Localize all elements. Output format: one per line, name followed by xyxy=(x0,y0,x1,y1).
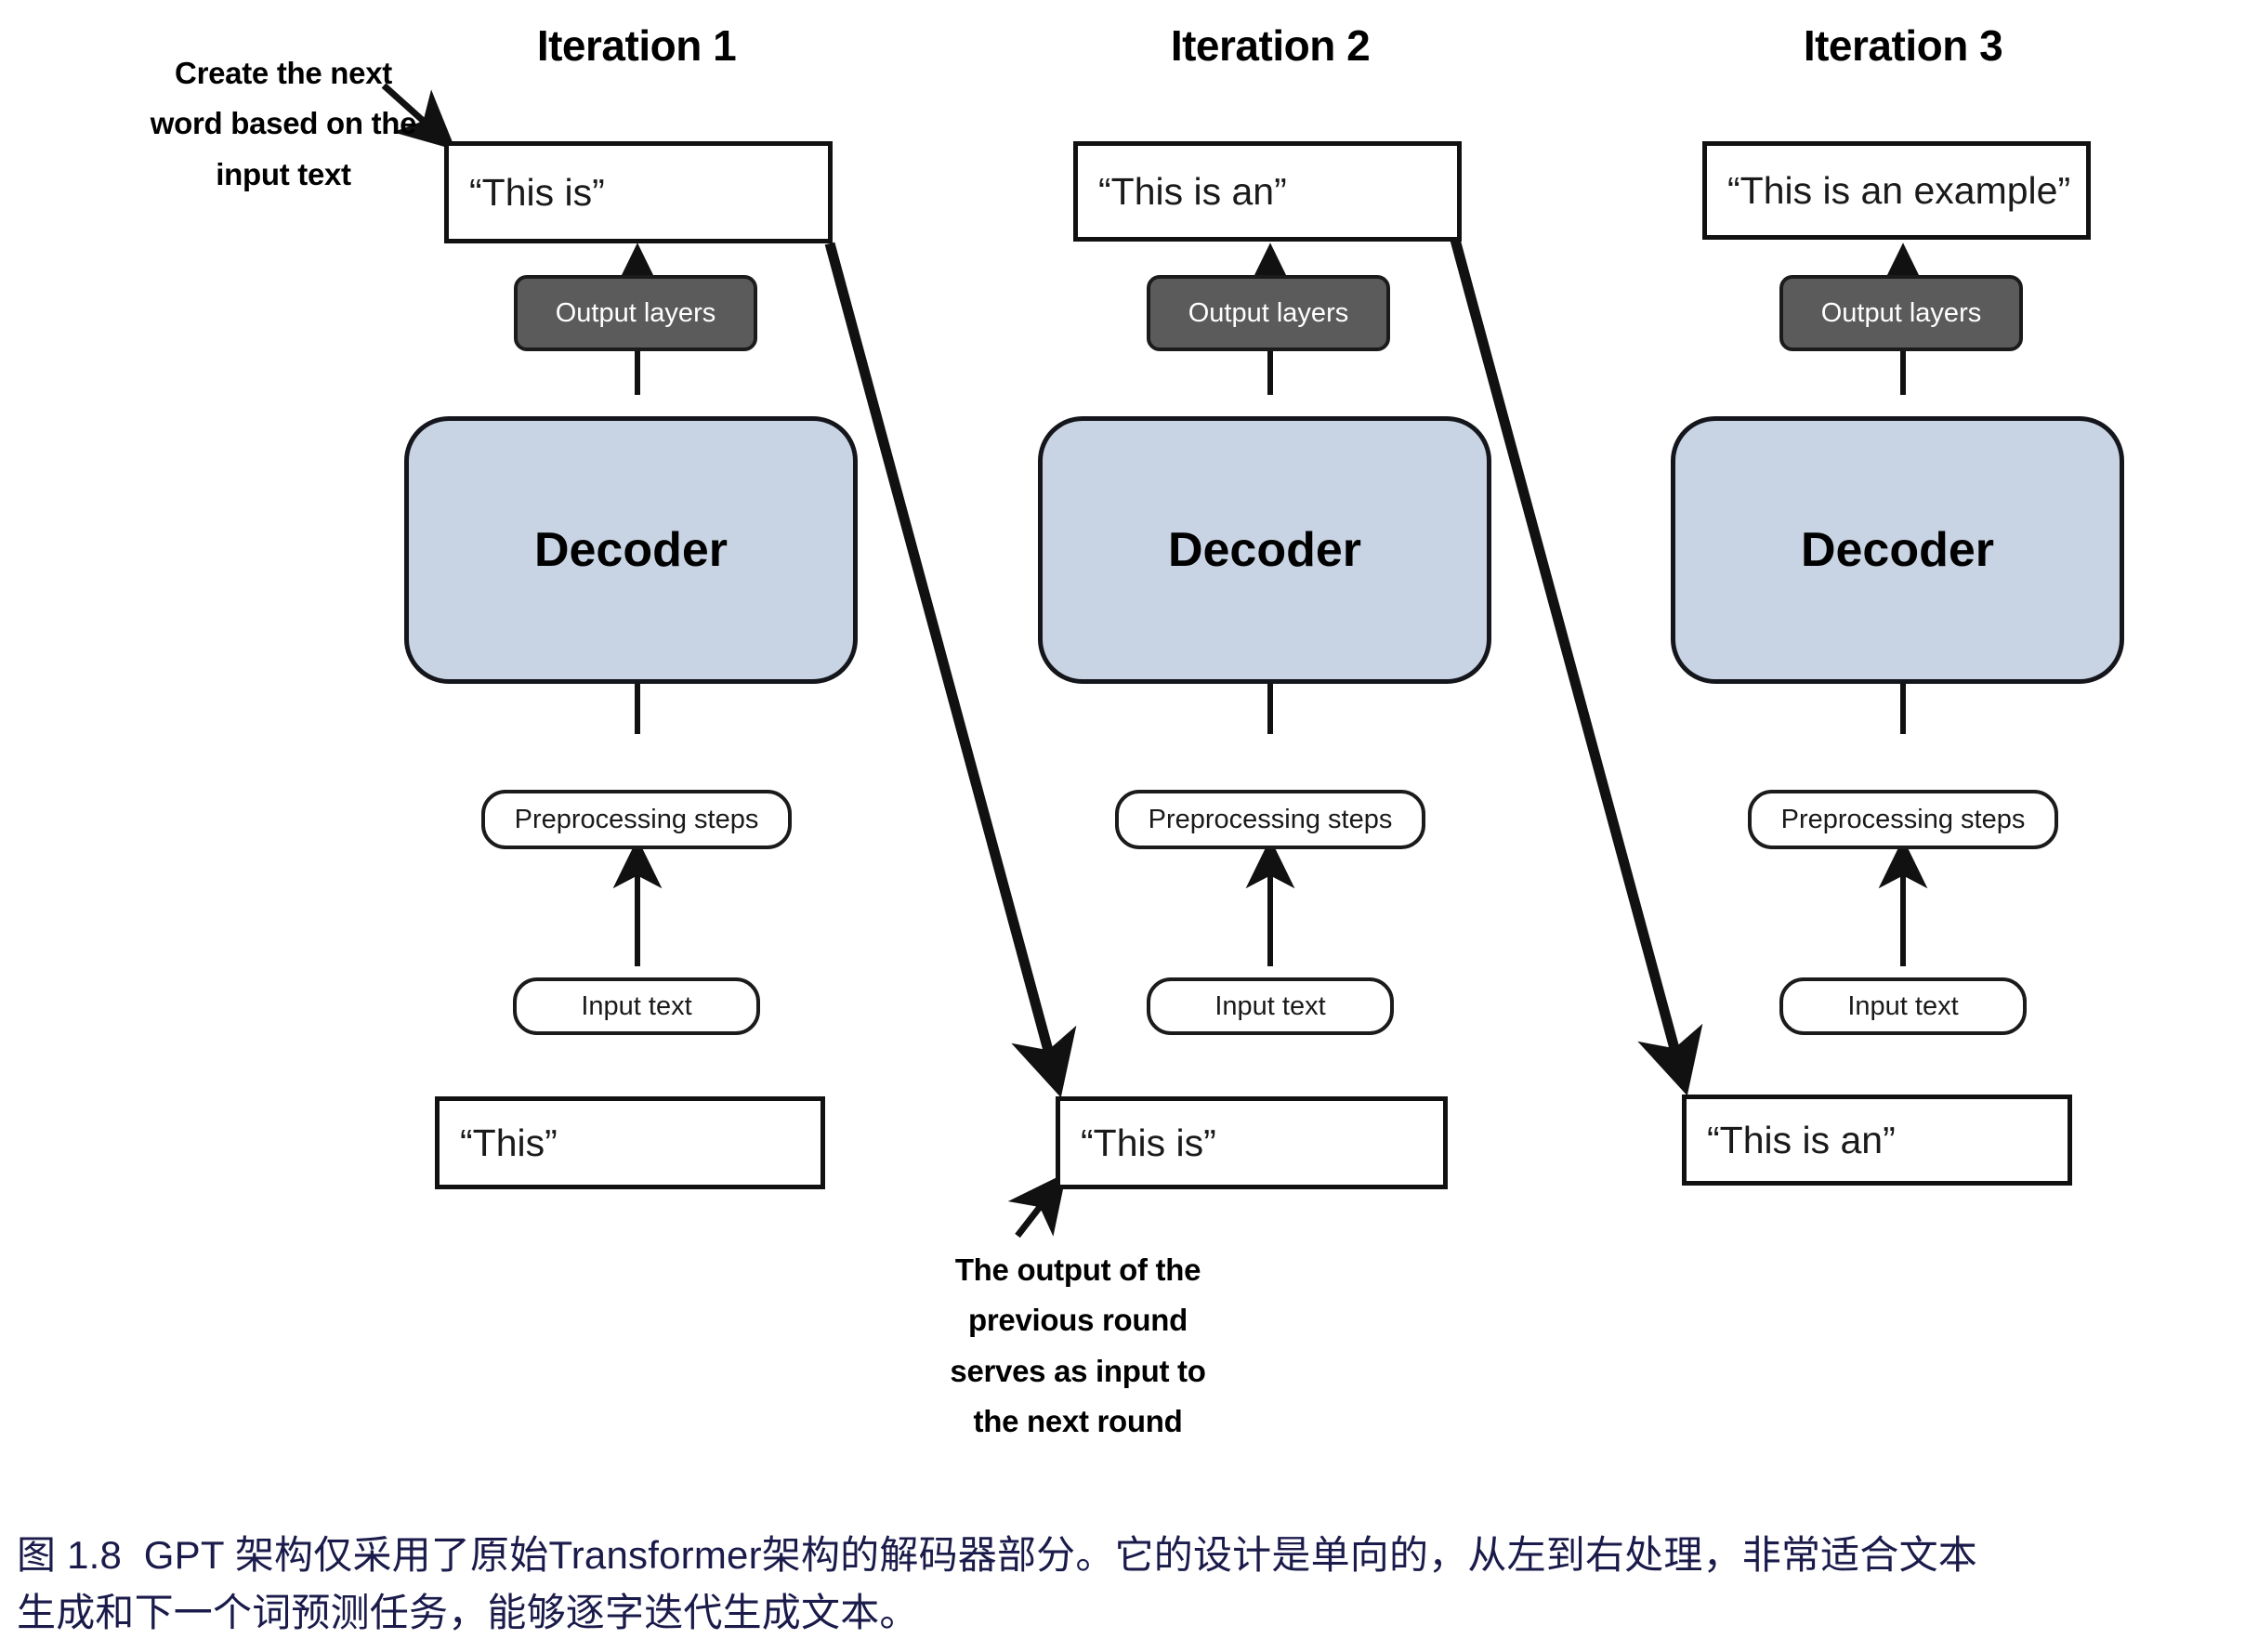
arrow-annotation-bottom-center xyxy=(1007,1173,1067,1239)
input-text-box-3: “This is an” xyxy=(1682,1095,2072,1186)
iteration-title-2: Iteration 2 xyxy=(1170,21,1371,70)
figure-caption: 图 1.8 GPT 架构仅采用了原始Transformer架构的解码器部分。它的… xyxy=(17,1527,2247,1642)
preprocessing-label-3: Preprocessing steps xyxy=(1780,804,2026,834)
output-layers-label-2: Output layers xyxy=(1188,297,1349,328)
preprocessing-block-3: Preprocessing steps xyxy=(1748,790,2058,849)
iteration-title-3: Iteration 3 xyxy=(1803,21,2003,70)
iteration-title-1: Iteration 1 xyxy=(536,21,737,70)
input-text-label-1: Input text xyxy=(581,990,692,1021)
preprocessing-block-2: Preprocessing steps xyxy=(1115,790,1425,849)
input-text-block-2: Input text xyxy=(1147,977,1394,1035)
input-text-box-label-1: “This” xyxy=(460,1121,558,1164)
decoder-label-3: Decoder xyxy=(1800,523,1995,577)
output-layers-label-3: Output layers xyxy=(1820,297,1982,328)
output-layers-block-1: Output layers xyxy=(514,275,757,351)
output-layers-block-2: Output layers xyxy=(1147,275,1390,351)
decoder-label-1: Decoder xyxy=(533,523,729,577)
output-text-label-1: “This is” xyxy=(469,170,605,214)
annotation-create-next-word: Create the next word based on the input … xyxy=(150,56,417,191)
output-text-label-2: “This is an” xyxy=(1098,169,1287,213)
annotation-output-previous-round: The output of the previous round serves … xyxy=(950,1252,1206,1439)
preprocessing-label-2: Preprocessing steps xyxy=(1148,804,1393,834)
input-text-box-1: “This” xyxy=(435,1096,825,1189)
output-layers-block-3: Output layers xyxy=(1779,275,2023,351)
decoder-block-2: Decoder xyxy=(1038,416,1491,684)
preprocessing-block-1: Preprocessing steps xyxy=(481,790,792,849)
arrow-iteration1-to-iteration2 xyxy=(824,242,1077,1098)
output-text-box-1: “This is” xyxy=(444,141,833,243)
output-layers-label-1: Output layers xyxy=(555,297,716,328)
output-text-label-3: “This is an example” xyxy=(1727,168,2071,212)
decoder-block-1: Decoder xyxy=(404,416,858,684)
decoder-label-2: Decoder xyxy=(1167,523,1362,577)
preprocessing-label-1: Preprocessing steps xyxy=(514,804,759,834)
input-text-box-label-2: “This is” xyxy=(1081,1121,1216,1164)
input-text-box-label-3: “This is an” xyxy=(1707,1118,1896,1161)
input-text-block-3: Input text xyxy=(1779,977,2027,1035)
input-text-block-1: Input text xyxy=(513,977,760,1035)
output-text-box-2: “This is an” xyxy=(1073,141,1462,242)
decoder-block-3: Decoder xyxy=(1671,416,2124,684)
output-text-box-3: “This is an example” xyxy=(1702,141,2091,240)
caption-line-2: 生成和下一个词预测任务，能够逐字迭代生成文本。 xyxy=(17,1591,919,1635)
input-text-label-2: Input text xyxy=(1214,990,1326,1021)
caption-line-1: 图 1.8 GPT 架构仅采用了原始Transformer架构的解码器部分。它的… xyxy=(17,1533,1977,1577)
input-text-box-2: “This is” xyxy=(1056,1096,1448,1189)
arrow-iteration2-to-iteration3 xyxy=(1450,238,1703,1096)
input-text-label-3: Input text xyxy=(1847,990,1959,1021)
